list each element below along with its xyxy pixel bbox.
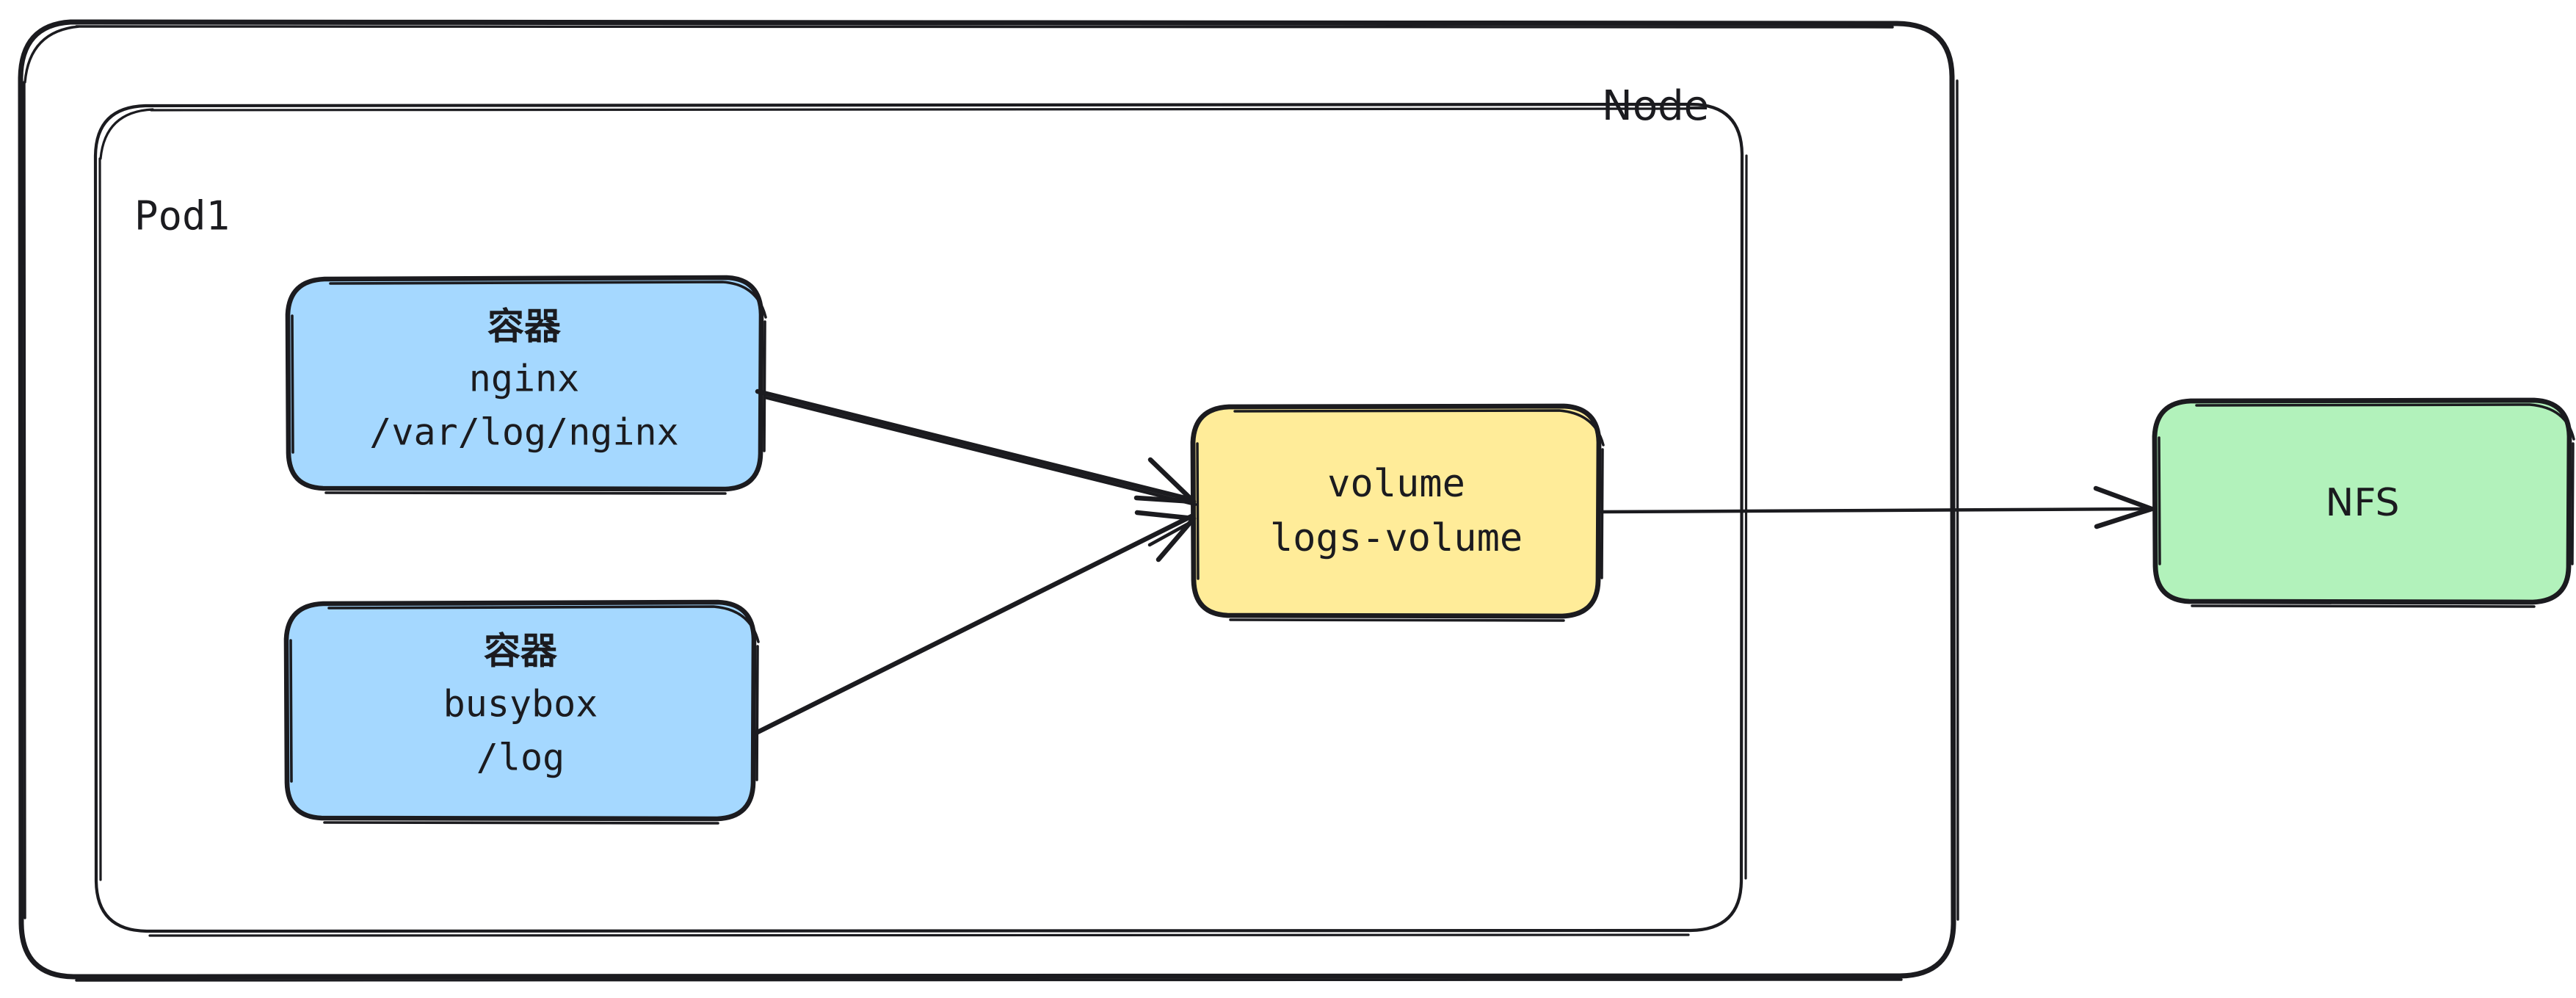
- volume-to-nfs-line: [1600, 507, 2153, 514]
- node-group-label: Node: [1602, 82, 1709, 130]
- pod-group-outline: [93, 102, 1744, 933]
- nginx-to-volume-line: [755, 388, 1194, 502]
- nginx-container-fill: [288, 278, 761, 489]
- nfs-storage-box[interactable]: NFS: [2152, 397, 2575, 608]
- nfs-storage-outline-sketch: [2158, 403, 2575, 608]
- pod-group[interactable]: Pod1: [93, 102, 1748, 937]
- busybox-container-outline-sketch: [289, 605, 760, 825]
- logs-volume-line-2: logs-volume: [1270, 516, 1523, 560]
- nginx-container-line-1: 容器: [487, 305, 562, 348]
- pod-group-outline-sketch: [98, 107, 1748, 937]
- logs-volume-outline-sketch: [1196, 409, 1605, 622]
- nfs-storage-fill: [2155, 400, 2569, 602]
- logs-volume-fill: [1193, 406, 1599, 616]
- nginx-to-volume-arrowhead: [1133, 457, 1197, 505]
- busybox-container-box[interactable]: 容器 busybox /log: [283, 599, 760, 825]
- nginx-container-outline: [285, 275, 764, 492]
- busybox-container-line-3: /log: [476, 737, 565, 779]
- busybox-container-outline: [283, 599, 757, 822]
- logs-volume-line-1: volume: [1327, 462, 1465, 506]
- nginx-container-line-3: /var/log/nginx: [369, 411, 678, 454]
- busybox-to-volume-arrowhead-sketch: [1147, 518, 1196, 547]
- nginx-container-box[interactable]: 容器 nginx /var/log/nginx: [285, 275, 767, 495]
- logs-volume-outline: [1190, 403, 1602, 619]
- node-group-outline-sketch: [23, 25, 1959, 982]
- node-group[interactable]: Node: [18, 19, 1959, 982]
- nginx-container-line-2: nginx: [469, 358, 580, 400]
- volume-to-nfs-arrow[interactable]: [1600, 485, 2155, 529]
- nginx-container-outline-sketch: [291, 281, 767, 495]
- node-group-outline: [18, 19, 1956, 980]
- busybox-container-fill: [286, 602, 754, 819]
- nginx-to-volume-line-sketch: [763, 395, 1197, 507]
- logs-volume-box[interactable]: volume logs-volume: [1190, 403, 1605, 622]
- volume-to-nfs-arrowhead: [2093, 485, 2155, 529]
- busybox-to-volume-arrow[interactable]: [752, 510, 1197, 737]
- pod-group-label: Pod1: [134, 193, 230, 239]
- busybox-to-volume-line: [752, 513, 1194, 737]
- busybox-container-line-2: busybox: [443, 683, 598, 726]
- busybox-container-line-1: 容器: [484, 630, 558, 673]
- nfs-storage-outline: [2152, 397, 2572, 605]
- busybox-to-volume-arrowhead: [1134, 510, 1197, 563]
- nginx-to-volume-arrow[interactable]: [755, 388, 1197, 507]
- nfs-storage-label: NFS: [2326, 481, 2400, 525]
